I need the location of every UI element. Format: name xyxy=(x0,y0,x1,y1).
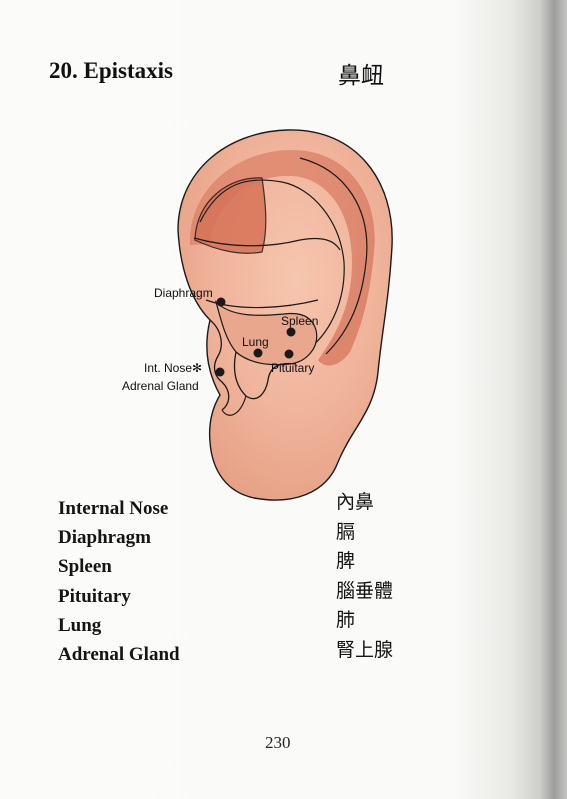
point-int-nose xyxy=(215,367,225,377)
list-item: Spleen xyxy=(58,556,112,578)
label-adrenal-gland: Adrenal Gland xyxy=(122,379,199,393)
list-item: Internal Nose xyxy=(58,498,169,519)
antitragus xyxy=(233,351,297,400)
list-item: 腎上腺 xyxy=(336,638,394,661)
list-item: 肺 xyxy=(336,609,356,632)
antihelix-line xyxy=(281,181,345,349)
english-points-list: Internal Nose Diaphragm Spleen Pituitary… xyxy=(58,494,180,669)
point-spleen xyxy=(286,327,296,337)
list-item: Adrenal Gland xyxy=(58,643,180,665)
point-diaphragm xyxy=(216,297,226,307)
list-item: Pituitary xyxy=(58,585,131,607)
crus-line-1 xyxy=(199,179,283,223)
list-item: Diaphragm xyxy=(58,527,151,549)
tragus xyxy=(209,319,230,411)
point-lung xyxy=(253,348,263,358)
book-spine-shadow xyxy=(541,0,567,799)
upper-fossa xyxy=(194,177,267,254)
page-title: 20. Epistaxis xyxy=(49,58,173,83)
label-int-nose: Int. Nose✻ xyxy=(144,361,202,375)
intertragic-notch xyxy=(221,395,247,416)
list-item: Lung xyxy=(58,614,102,636)
list-item: 膈 xyxy=(336,520,356,543)
label-pituitary: Pituitary xyxy=(271,361,314,375)
list-item: 脾 xyxy=(336,550,356,573)
point-pituitary xyxy=(284,349,294,359)
concha xyxy=(214,299,318,366)
chinese-points-list: 內鼻 膈 脾 腦垂體 肺 腎上腺 xyxy=(336,488,393,666)
label-spleen: Spleen xyxy=(281,314,318,328)
page-title-chinese: 鼻衄 xyxy=(338,63,384,89)
inner-helix-line xyxy=(299,157,368,355)
list-item: 腦垂體 xyxy=(336,579,394,602)
page-number: 230 xyxy=(265,733,291,752)
crus-line-2 xyxy=(193,237,341,251)
label-lung: Lung xyxy=(242,335,269,349)
label-diaphragm: Diaphragm xyxy=(154,286,213,300)
list-item: 內鼻 xyxy=(336,491,375,513)
